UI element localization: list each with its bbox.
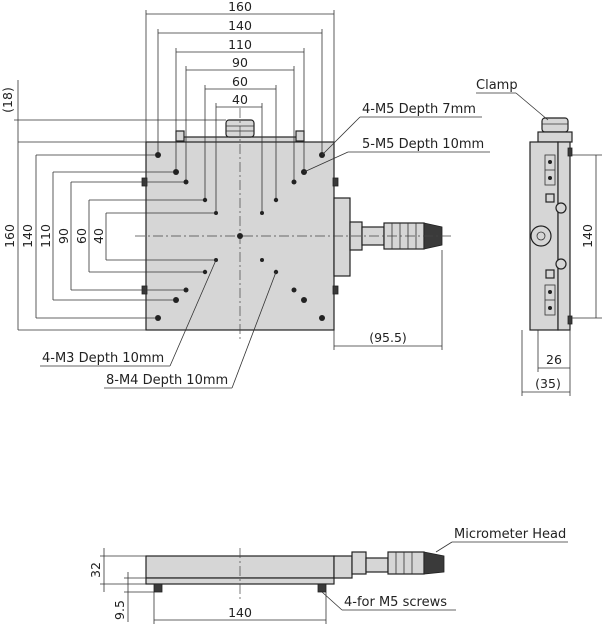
callout-m5-depth10: 5-M5 Depth 10mm (362, 137, 484, 152)
micrometer-holder (333, 197, 351, 277)
side-view: Clamp 140 26 (35) (476, 78, 602, 396)
side-clamp-knob (541, 117, 569, 133)
dim-side-35: (35) (535, 376, 561, 391)
dim-left-110: 110 (38, 224, 53, 248)
callout-m4-depth10: 8-M4 Depth 10mm (106, 373, 228, 388)
dim-left-18: (18) (0, 87, 15, 113)
top-view: 160 140 110 90 60 40 (18 (0, 0, 490, 389)
dim-top-60: 60 (232, 74, 248, 89)
top-dimensions: 160 140 110 90 60 40 (145, 0, 335, 211)
micrometer-head-label: Micrometer Head (454, 527, 566, 542)
dim-top-40: 40 (232, 92, 248, 107)
side-knob (530, 225, 552, 247)
left-dimensions: (18) 160 140 110 90 60 40 (0, 80, 226, 331)
screws-label: 4-for M5 screws (344, 595, 447, 610)
dim-left-90: 90 (56, 228, 71, 244)
dim-front-9-5: 9.5 (112, 600, 127, 620)
dim-top-90: 90 (232, 55, 248, 70)
dim-left-140: 140 (20, 224, 35, 248)
dim-top-110: 110 (228, 37, 252, 52)
clamp-label: Clamp (476, 78, 518, 93)
dim-side-26: 26 (546, 352, 562, 367)
front-view: Micrometer Head 32 9.5 140 4-for M5 scre… (88, 527, 568, 624)
dim-front-140: 140 (228, 605, 252, 620)
dim-top-160: 160 (228, 0, 252, 14)
dim-left-40: 40 (91, 228, 106, 244)
dim-top-140: 140 (228, 18, 252, 33)
dim-front-32: 32 (88, 562, 103, 578)
callout-m3-depth10: 4-M3 Depth 10mm (42, 351, 164, 366)
dim-side-140: 140 (580, 224, 595, 248)
dim-left-160: 160 (2, 224, 17, 248)
dim-travel: (95.5) (369, 330, 407, 345)
dim-left-60: 60 (74, 228, 89, 244)
callout-m5-depth7: 4-M5 Depth 7mm (362, 102, 476, 117)
front-micrometer-thimble (387, 551, 425, 575)
